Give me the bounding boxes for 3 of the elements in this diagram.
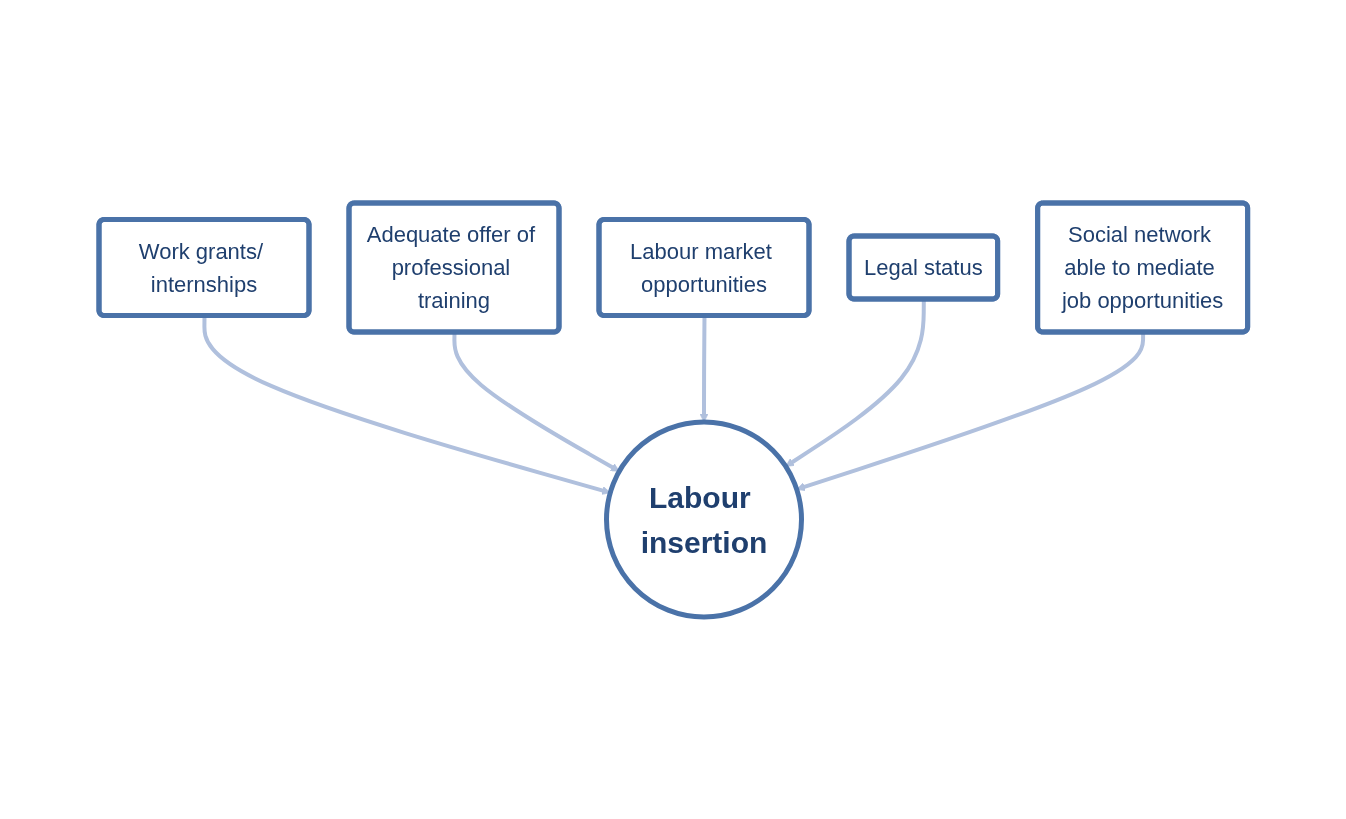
node-circle: Labour insertion <box>603 419 804 619</box>
arrow <box>796 332 1145 491</box>
arrow <box>785 299 926 467</box>
